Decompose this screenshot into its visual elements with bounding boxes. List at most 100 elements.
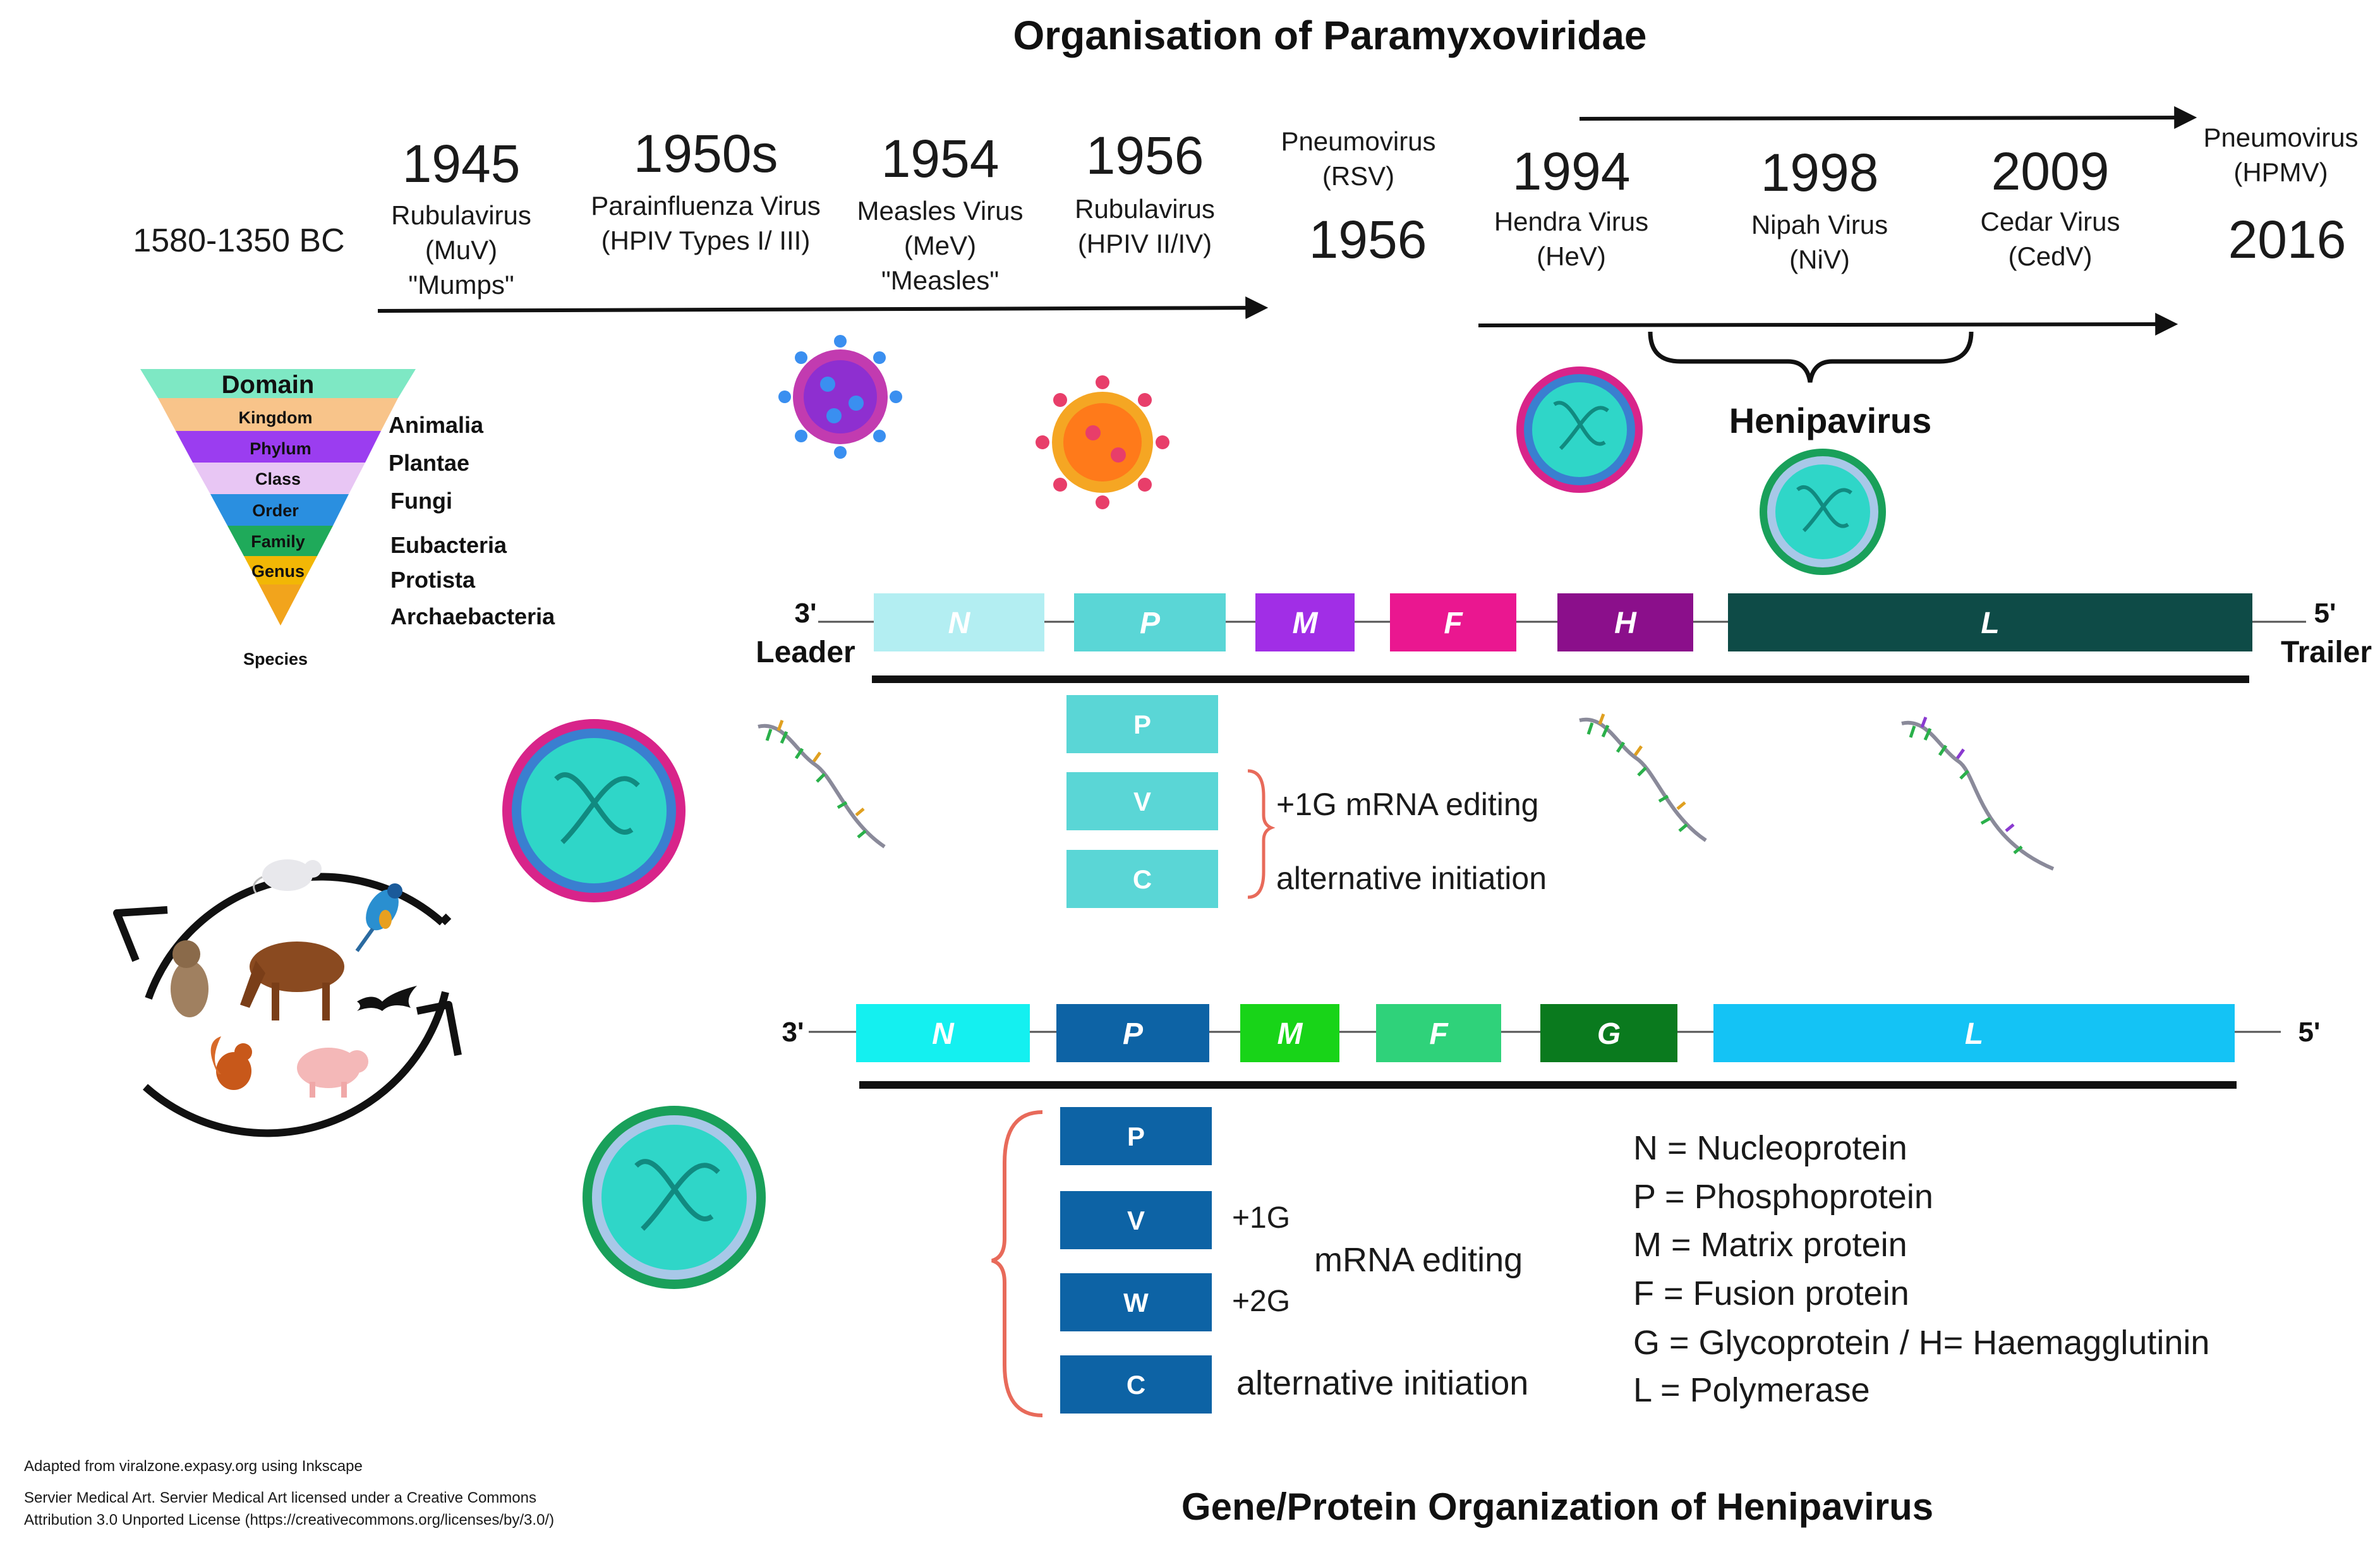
legend-item: M = Matrix protein [1633, 1226, 1907, 1264]
gene-segment-l: L [1728, 593, 2252, 651]
host-cycle [113, 859, 462, 1137]
bird-icon [355, 883, 402, 952]
timeline-ancient-date: 1580-1350 BC [133, 222, 344, 259]
genome-2-plus2g: +2G [1232, 1285, 1290, 1318]
pig-icon [297, 1048, 368, 1098]
timeline-arrow-early [377, 296, 1269, 320]
protein-label: V [1133, 787, 1151, 816]
taxonomy-label-order: Order [252, 501, 299, 520]
event-line2: (NiV) [1789, 245, 1850, 274]
timeline-event-1956-rubulavirus: 1956 Rubulavirus (HPIV II/IV) [1075, 126, 1215, 258]
virus-icon [1516, 366, 1643, 493]
genome-1-note-editing: +1G mRNA editing [1276, 787, 1538, 822]
legend-item: N = Nucleoprotein [1633, 1129, 1907, 1167]
gene-box [1240, 1004, 1339, 1062]
protein-box [1060, 1107, 1212, 1165]
kingdom-protista: Protista [390, 567, 476, 593]
rna-strand-icon [1901, 717, 2055, 871]
event-line2: (HeV) [1537, 241, 1606, 271]
taxonomy-level-class [193, 463, 365, 494]
timeline-event-2016: Pneumovirus (HPMV) 2016 [2203, 123, 2358, 269]
gene-segment-p: P [1074, 593, 1226, 651]
gene-segment-f: F [1390, 593, 1516, 651]
gene-box [1728, 593, 2252, 651]
event-year: 1994 [1513, 142, 1631, 201]
horse-icon [240, 942, 344, 1020]
protein-label: V [1127, 1206, 1145, 1235]
taxonomy-label-domain: Domain [222, 371, 315, 399]
gene-segment-n: N [874, 593, 1044, 651]
gene-segment-p: P [1056, 1004, 1209, 1062]
event-line3: "Mumps" [408, 270, 514, 300]
protein-product-c: C [1066, 850, 1218, 908]
taxonomy-level-kingdom [158, 398, 398, 431]
event-line2: (MeV) [904, 231, 976, 260]
event-line1: Measles Virus [857, 196, 1024, 226]
protein-box [1060, 1273, 1212, 1331]
gene-label: F [1444, 607, 1463, 640]
rna-strand-icon [758, 720, 886, 849]
genome-1-leader: Leader [756, 636, 855, 669]
cycle-arrowhead-icon [416, 1001, 462, 1057]
event-year: 1998 [1761, 143, 1879, 202]
legend-item: L = Polymerase [1633, 1371, 1870, 1409]
genome-1-note-initiation: alternative initiation [1276, 861, 1547, 896]
gene-label: N [932, 1017, 955, 1051]
protein-box [1066, 850, 1218, 908]
squirrel-icon [210, 1036, 252, 1090]
protein-box [1066, 695, 1218, 753]
gene-box [1056, 1004, 1209, 1062]
virus-icon [778, 335, 902, 459]
event-year: 1945 [402, 134, 521, 193]
genome-2-mrna-editing: mRNA editing [1314, 1241, 1523, 1279]
protein-label: P [1133, 710, 1151, 739]
protein-product-w: W [1060, 1273, 1212, 1331]
protein-label: P [1127, 1122, 1145, 1151]
gene-box [1557, 593, 1693, 651]
kingdom-eubacteria: Eubacteria [390, 532, 507, 558]
gene-box [1540, 1004, 1677, 1062]
genome-1-trailer: Trailer [2281, 636, 2372, 669]
genome-2-bracket [991, 1110, 1043, 1417]
kingdom-animalia: Animalia [389, 412, 484, 438]
protein-product-p: P [1060, 1107, 1212, 1165]
genome-2-3prime: 3' [782, 1017, 804, 1048]
credits: Adapted from viralzone.expasy.org using … [24, 1458, 554, 1529]
bottom-title: Gene/Protein Organization of Henipavirus [1181, 1486, 1933, 1528]
timeline-event-2009: 2009 Cedar Virus (CedV) [1981, 142, 2120, 271]
virus-icon [1760, 449, 1886, 575]
gene-segment-l: L [1713, 1004, 2235, 1062]
taxonomy-label-class: Class [255, 469, 301, 488]
virus-icon [1036, 375, 1169, 509]
henipavirus-bracket [1648, 331, 1974, 383]
timeline-event-1950s: 1950s Parainfluenza Virus (HPIV Types I/… [591, 124, 820, 255]
gene-label: L [1981, 607, 1999, 640]
credit-line-2: Servier Medical Art. Servier Medical Art… [24, 1489, 536, 1506]
event-line1: Pneumovirus [1281, 126, 1435, 156]
kingdom-fungi: Fungi [390, 488, 452, 514]
taxonomy-label-family: Family [251, 532, 305, 551]
event-year: 1956 [1309, 210, 1427, 269]
timeline-event-1998: 1998 Nipah Virus (NiV) [1751, 143, 1888, 274]
credit-line-1: Adapted from viralzone.expasy.org using … [24, 1458, 363, 1475]
protein-product-v: V [1060, 1191, 1212, 1249]
event-line2: (HPIV II/IV) [1078, 229, 1212, 258]
gene-label: M [1278, 1017, 1303, 1051]
taxonomy-label-genus: Genus [251, 562, 305, 581]
genome-2-alt-initiation: alternative initiation [1236, 1364, 1528, 1402]
event-line1: Nipah Virus [1751, 210, 1888, 239]
gene-label: P [1123, 1017, 1144, 1051]
gene-label: N [948, 607, 971, 640]
mouse-icon [253, 859, 322, 893]
gene-segment-n: N [856, 1004, 1030, 1062]
gene-box [1390, 593, 1516, 651]
taxonomy-level-phylum [176, 431, 381, 463]
gene-box [1713, 1004, 2235, 1062]
kingdom-list: Animalia Plantae Fungi Eubacteria Protis… [389, 412, 555, 629]
genome-1-3prime: 3' [795, 598, 817, 629]
gene-segment-g: G [1540, 1004, 1677, 1062]
event-line2: (CedV) [2008, 241, 2092, 271]
abbreviation-legend: N = Nucleoprotein P = Phosphoprotein M =… [1633, 1129, 2209, 1409]
